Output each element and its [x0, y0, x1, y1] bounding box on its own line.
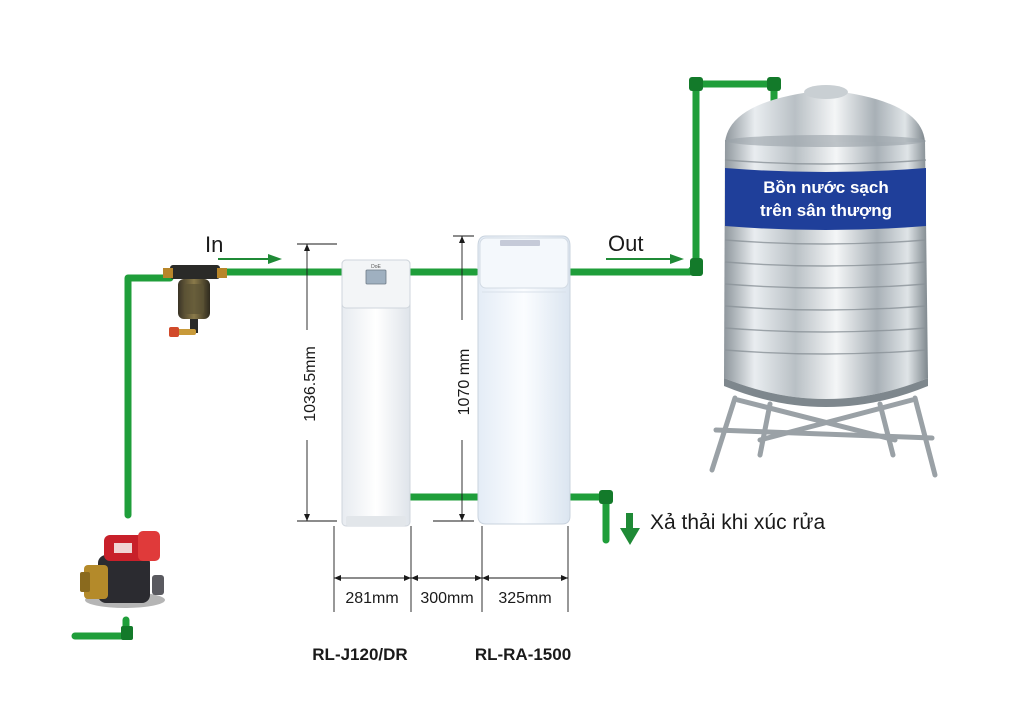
stainless-water-tank	[709, 85, 938, 478]
tank-label-line1: Bồn nước sạch	[763, 178, 888, 197]
in-arrow	[218, 254, 282, 264]
softener-unit-right	[477, 235, 571, 525]
pipe-fittings	[121, 77, 781, 640]
dimension-arrowheads	[304, 236, 568, 581]
pipe-network	[71, 80, 778, 640]
unit-left-brand: DoE	[371, 264, 381, 270]
water-pump	[80, 531, 165, 608]
softener-unit-left: DoE	[341, 259, 411, 527]
in-label: In	[205, 232, 223, 257]
sediment-filter	[163, 265, 227, 337]
dimension-lines	[297, 235, 569, 612]
width-label-left: 281mm	[345, 590, 398, 607]
pipe-riser-left	[124, 274, 174, 519]
drain-label: Xả thải khi xúc rửa	[650, 511, 825, 534]
pipe-inlet-bottom	[71, 616, 130, 640]
tank-label-line2: trên sân thượng	[760, 201, 892, 220]
model-label-right: RL-RA-1500	[475, 645, 571, 664]
height-label-left: 1036.5mm	[302, 346, 319, 422]
height-label-right: 1070 mm	[456, 349, 473, 416]
out-arrow	[606, 254, 684, 264]
model-label-left: RL-J120/DR	[312, 645, 407, 664]
drain-arrow	[620, 513, 640, 545]
width-label-right: 325mm	[498, 590, 551, 607]
out-label: Out	[608, 231, 643, 256]
gap-label: 300mm	[420, 590, 473, 607]
